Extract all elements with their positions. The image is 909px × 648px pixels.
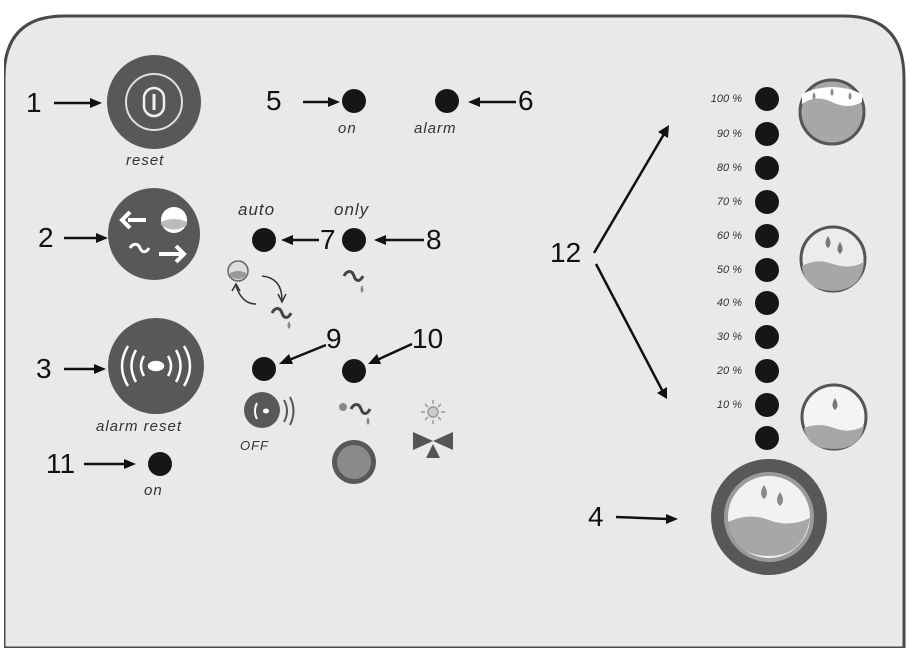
level-label-60: 60 % [716, 230, 742, 242]
level-label-70: 70 % [716, 196, 742, 208]
on-label-top: on [338, 120, 357, 137]
auto-cycle-icon [227, 260, 293, 329]
level-led [755, 87, 779, 111]
callout-3: 3 [36, 353, 52, 384]
reset-button[interactable] [107, 55, 201, 149]
level-label-100: 100 % [710, 93, 742, 105]
level-led [755, 258, 779, 282]
mode-switch-icon [119, 207, 187, 264]
control-panel [4, 14, 906, 648]
callout-1: 1 [26, 87, 42, 118]
level-label-30: 30 % [716, 331, 742, 343]
callout-10: 10 [412, 323, 444, 354]
callout-7: 7 [320, 224, 336, 255]
level-label-10: 10 % [716, 399, 742, 411]
callout-5: 5 [266, 85, 282, 116]
sound-off-led [252, 357, 276, 381]
level-label-20: 20 % [716, 365, 742, 377]
mode-button[interactable] [108, 188, 200, 280]
level-led [755, 325, 779, 349]
on-label-bottom: on [144, 482, 163, 499]
only-label: only [334, 200, 370, 219]
level-led [755, 359, 779, 383]
tank-half-icon [799, 225, 867, 293]
tank-low-icon [800, 383, 868, 451]
level-led [755, 393, 779, 417]
alarm-reset-icon [120, 345, 192, 387]
level-label-40: 40 % [716, 297, 742, 309]
tap-icon [342, 270, 365, 293]
level-label-50: 50 % [716, 264, 742, 276]
pump-button[interactable] [332, 440, 376, 484]
valve-icon [413, 432, 453, 458]
callout-9: 9 [326, 323, 342, 354]
level-label-90: 90 % [716, 128, 742, 140]
level-led [755, 190, 779, 214]
callout-arrows [54, 97, 678, 524]
pump-led [342, 359, 366, 383]
sun-icon [421, 400, 445, 424]
callout-11: 11 [46, 448, 76, 479]
level-led [755, 224, 779, 248]
reset-label: reset [126, 152, 165, 169]
level-label-80: 80 % [716, 162, 742, 174]
level-led [755, 291, 779, 315]
level-led [755, 122, 779, 146]
panel-background [4, 14, 906, 648]
auto-label: auto [238, 200, 276, 219]
alarm-label: alarm [414, 120, 457, 137]
tank-indicator-icon [711, 459, 827, 575]
off-label: OFF [240, 438, 269, 453]
callout-12: 12 [550, 237, 582, 268]
auto-mode-led [252, 228, 276, 252]
callout-2: 2 [38, 222, 54, 253]
level-leds [755, 87, 779, 450]
bottom-on-led [148, 452, 172, 476]
only-mode-led [342, 228, 366, 252]
callout-4: 4 [588, 501, 604, 532]
callout-6: 6 [518, 85, 534, 116]
power-icon [142, 86, 166, 118]
level-led [755, 426, 779, 450]
sound-off-icon[interactable] [244, 392, 295, 428]
power-on-led [342, 89, 366, 113]
alarm-led [435, 89, 459, 113]
alarm-reset-label: alarm reset [96, 418, 183, 435]
tank-full-icon [798, 78, 866, 146]
callout-8: 8 [426, 224, 442, 255]
alarm-reset-button[interactable] [108, 318, 204, 414]
pump-tap-icon [339, 403, 372, 425]
level-led [755, 156, 779, 180]
